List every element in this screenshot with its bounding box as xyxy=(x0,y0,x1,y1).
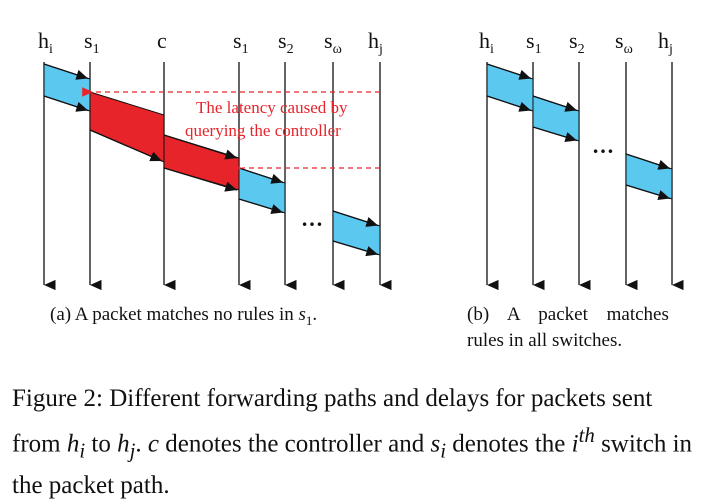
caption-panel-a: (a) A packet matches no rules in s1. xyxy=(50,304,318,328)
caption-panel-b: (b) A packet matches rules in all switch… xyxy=(467,302,697,354)
label-b-s1: s1 xyxy=(526,28,542,57)
figure-caption: Figure 2: Different forwarding paths and… xyxy=(12,385,693,500)
caption-panel-b-line1: (b) A packet matches xyxy=(467,304,669,325)
panel-a: hi s1 c s1 s2 sω hj … xyxy=(38,28,392,291)
ellipsis-b: … xyxy=(592,133,614,158)
label-b-s2: s2 xyxy=(569,28,585,57)
label-hi: hi xyxy=(38,28,53,57)
label-hj: hj xyxy=(368,28,383,57)
label-somega: sω xyxy=(324,28,342,57)
panel-b: hi s1 s2 sω hj … xyxy=(479,28,684,291)
label-b-somega: sω xyxy=(615,28,633,57)
label-s1-second: s1 xyxy=(233,28,249,57)
segment-controller-s1 xyxy=(163,134,240,191)
annotation-line-2: querying the controller xyxy=(185,121,341,140)
label-s2: s2 xyxy=(278,28,294,57)
ellipsis-a: … xyxy=(301,206,323,231)
segment-s1-controller xyxy=(89,91,165,163)
label-b-hi: hi xyxy=(479,28,494,57)
annotation-line-1: The latency caused by xyxy=(196,98,348,117)
caption-panel-b-line2: rules in all switches. xyxy=(467,330,623,351)
label-controller: c xyxy=(157,28,167,53)
label-b-hj: hj xyxy=(658,28,673,57)
label-s1: s1 xyxy=(84,28,100,57)
